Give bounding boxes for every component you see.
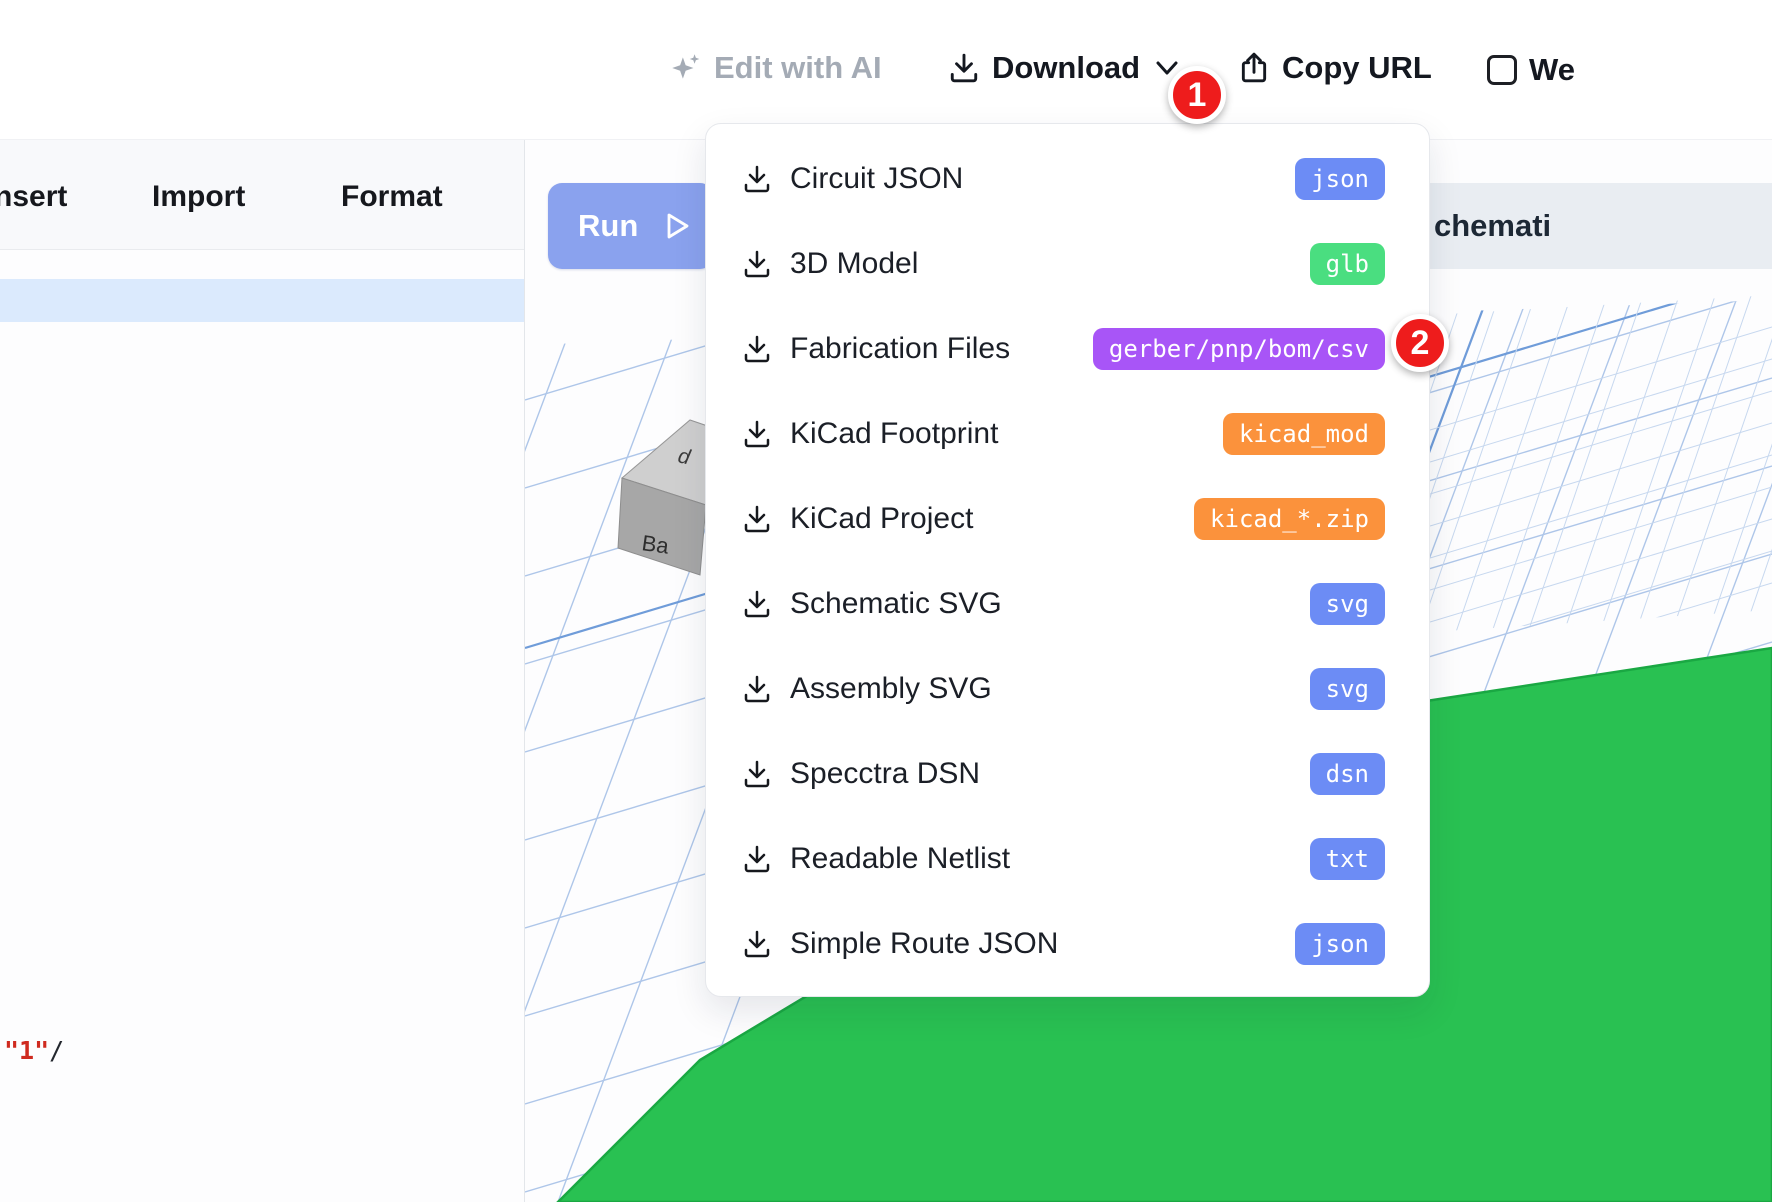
format-badge: gerber/pnp/bom/csv bbox=[1093, 328, 1385, 370]
copy-url-button[interactable]: Copy URL bbox=[1238, 50, 1432, 86]
download-icon bbox=[742, 334, 772, 364]
download-icon bbox=[742, 504, 772, 534]
menu-item-label: 3D Model bbox=[790, 247, 1310, 281]
format-badge: dsn bbox=[1310, 753, 1385, 795]
menu-item-simple-route-json[interactable]: Simple Route JSON json bbox=[706, 901, 1429, 986]
webview-toggle[interactable]: We bbox=[1487, 52, 1575, 88]
annotation-step-2-number: 2 bbox=[1411, 324, 1430, 363]
editor-highlighted-line[interactable] bbox=[0, 279, 524, 322]
edit-with-ai-button[interactable]: Edit with AI bbox=[668, 50, 882, 86]
download-icon bbox=[742, 844, 772, 874]
menu-item-label: Fabrication Files bbox=[790, 332, 1093, 366]
annotation-step-1: 1 bbox=[1168, 66, 1226, 124]
menu-item-readable-netlist[interactable]: Readable Netlist txt bbox=[706, 816, 1429, 901]
code-fragment[interactable]: "1"/ bbox=[4, 1036, 64, 1065]
format-badge: svg bbox=[1310, 583, 1385, 625]
menu-item-fabrication-files[interactable]: Fabrication Files gerber/pnp/bom/csv bbox=[706, 306, 1429, 391]
download-label: Download bbox=[992, 50, 1140, 86]
menu-item-schematic-svg[interactable]: Schematic SVG svg bbox=[706, 561, 1429, 646]
top-toolbar: Edit with AI Download Copy URL We bbox=[0, 0, 1772, 140]
box-front-label: Ba bbox=[640, 530, 671, 559]
menu-format[interactable]: Format bbox=[341, 180, 443, 214]
annotation-step-1-number: 1 bbox=[1188, 76, 1207, 115]
run-button[interactable]: Run bbox=[548, 183, 714, 269]
format-badge: glb bbox=[1310, 243, 1385, 285]
annotation-step-2: 2 bbox=[1391, 314, 1449, 372]
editor-menubar: nsert Import Format bbox=[0, 140, 524, 250]
menu-item-label: Assembly SVG bbox=[790, 672, 1310, 706]
menu-import[interactable]: Import bbox=[152, 180, 245, 214]
chevron-down-icon bbox=[1156, 61, 1178, 76]
menu-item-label: KiCad Footprint bbox=[790, 417, 1223, 451]
schematic-tab[interactable]: chemati bbox=[1398, 183, 1772, 269]
menu-item-label: Specctra DSN bbox=[790, 757, 1310, 791]
menu-item-label: Circuit JSON bbox=[790, 162, 1295, 196]
format-badge: kicad_*.zip bbox=[1194, 498, 1385, 540]
download-dropdown-button[interactable]: Download bbox=[948, 50, 1178, 86]
webview-label: We bbox=[1529, 52, 1575, 88]
download-icon bbox=[742, 929, 772, 959]
download-icon bbox=[742, 759, 772, 789]
menu-item-label: Schematic SVG bbox=[790, 587, 1310, 621]
run-button-label: Run bbox=[578, 208, 638, 244]
edit-with-ai-label: Edit with AI bbox=[714, 50, 882, 86]
sparkle-icon bbox=[668, 51, 702, 85]
menu-item-circuit-json[interactable]: Circuit JSON json bbox=[706, 136, 1429, 221]
format-badge: txt bbox=[1310, 838, 1385, 880]
format-badge: json bbox=[1295, 923, 1385, 965]
menu-item-kicad-project[interactable]: KiCad Project kicad_*.zip bbox=[706, 476, 1429, 561]
menu-item-kicad-footprint[interactable]: KiCad Footprint kicad_mod bbox=[706, 391, 1429, 476]
code-slash-token: / bbox=[49, 1036, 64, 1065]
download-icon bbox=[742, 419, 772, 449]
menu-item-label: KiCad Project bbox=[790, 502, 1194, 536]
code-string-token: "1" bbox=[4, 1036, 49, 1065]
copy-url-label: Copy URL bbox=[1282, 50, 1432, 86]
code-editor-panel: nsert Import Format "1"/ bbox=[0, 140, 525, 1202]
play-icon bbox=[666, 212, 690, 240]
menu-item-specctra-dsn[interactable]: Specctra DSN dsn bbox=[706, 731, 1429, 816]
menu-item-3d-model[interactable]: 3D Model glb bbox=[706, 221, 1429, 306]
download-dropdown-menu: Circuit JSON json 3D Model glb Fabricati… bbox=[705, 123, 1430, 997]
download-icon bbox=[948, 52, 980, 84]
format-badge: json bbox=[1295, 158, 1385, 200]
menu-item-label: Readable Netlist bbox=[790, 842, 1310, 876]
webview-checkbox[interactable] bbox=[1487, 55, 1517, 85]
menu-item-label: Simple Route JSON bbox=[790, 927, 1295, 961]
format-badge: svg bbox=[1310, 668, 1385, 710]
download-icon bbox=[742, 249, 772, 279]
format-badge: kicad_mod bbox=[1223, 413, 1385, 455]
menu-insert[interactable]: nsert bbox=[0, 180, 67, 214]
download-icon bbox=[742, 674, 772, 704]
download-icon bbox=[742, 164, 772, 194]
download-icon bbox=[742, 589, 772, 619]
menu-item-assembly-svg[interactable]: Assembly SVG svg bbox=[706, 646, 1429, 731]
share-icon bbox=[1238, 52, 1270, 84]
